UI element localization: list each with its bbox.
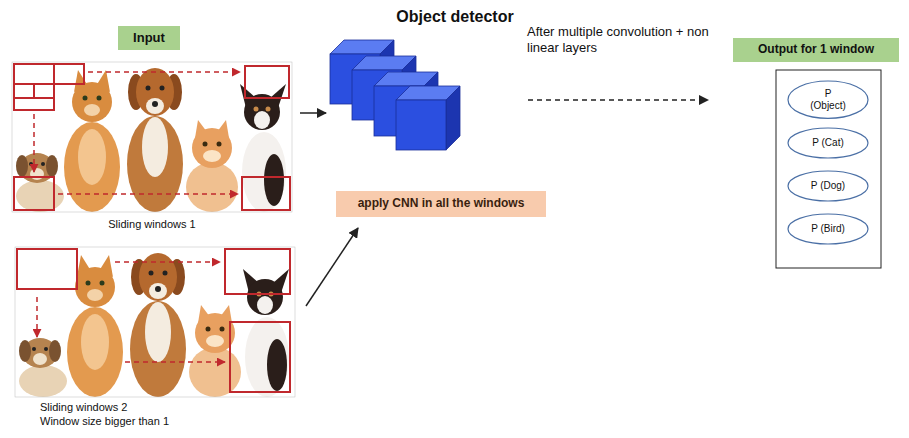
process-box: apply CNN in all the windows xyxy=(336,191,546,217)
title: Object detector xyxy=(396,8,513,26)
input-label: Input xyxy=(118,26,180,50)
node-text: Output for 1 window xyxy=(758,43,874,57)
node-text: apply CNN in all the windows xyxy=(358,197,525,211)
node-text: P (Dog) xyxy=(811,180,845,192)
ellipse-shape xyxy=(788,128,868,158)
probability-ellipse: P (Dog) xyxy=(787,170,869,202)
ellipse-shape xyxy=(788,81,868,118)
image-caption: Sliding windows 2 xyxy=(40,401,127,414)
probability-ellipse: P (Bird) xyxy=(787,213,869,245)
probability-ellipse: P (Object) xyxy=(787,80,869,119)
image-caption: Sliding windows 1 xyxy=(108,218,195,231)
probability-ellipse: P (Cat) xyxy=(787,127,869,159)
output-label: Output for 1 window xyxy=(733,38,899,62)
node-text: P (Object) xyxy=(806,88,850,111)
ellipse-shape xyxy=(788,214,868,244)
node-text: P (Cat) xyxy=(812,137,844,149)
node-text: Input xyxy=(133,31,165,46)
ellipse-shape xyxy=(788,171,868,201)
process-note: After multiple convolution + non linear … xyxy=(527,24,712,55)
node-text: P (Bird) xyxy=(811,223,845,235)
image-note: Window size bigger than 1 xyxy=(40,415,169,428)
